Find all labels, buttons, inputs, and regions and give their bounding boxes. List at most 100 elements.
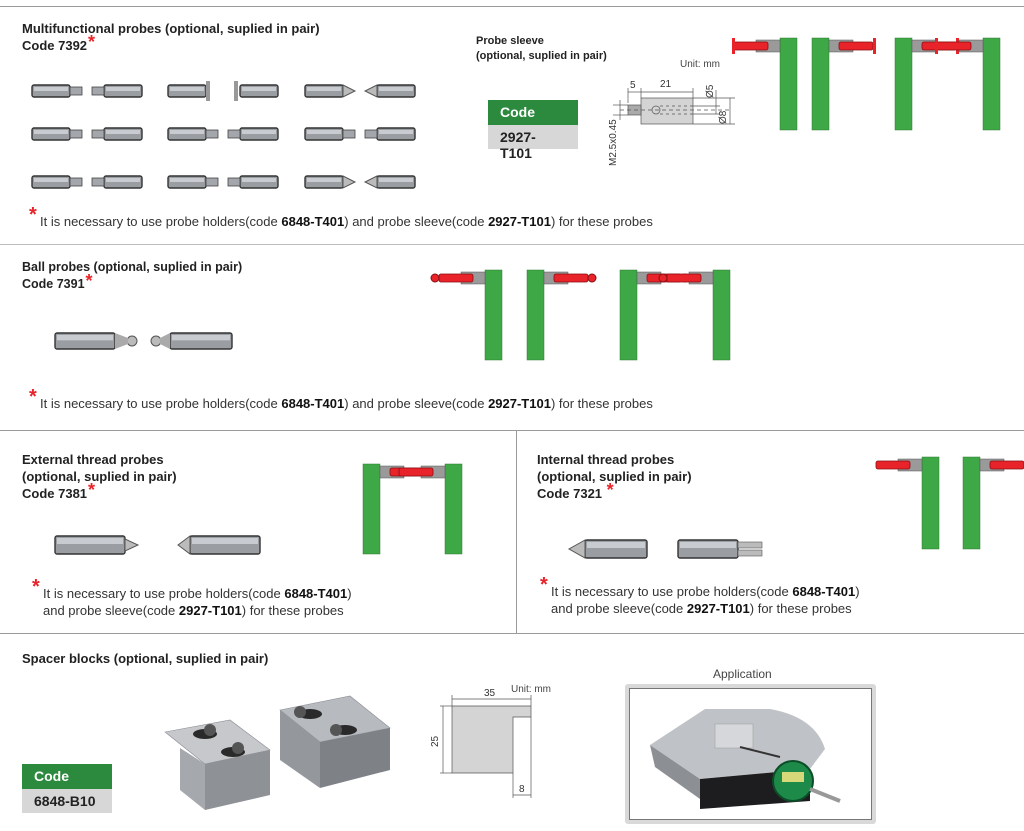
probe-tip (205, 129, 219, 139)
probe-holder (894, 37, 959, 131)
probe-holder (398, 463, 463, 555)
disc-tip (873, 38, 876, 54)
probe-holder (619, 269, 690, 361)
probe-left (304, 175, 344, 189)
probe-holder (430, 269, 503, 361)
sleeve-code: 2927-T101 (178, 603, 242, 618)
disc-tip (206, 81, 210, 101)
ball-neck (115, 333, 128, 349)
probe-left (304, 127, 344, 141)
red-probe (875, 460, 911, 470)
probe-highlight (587, 542, 645, 548)
ball-tip (126, 335, 138, 347)
asterisk-icon: * (88, 32, 96, 52)
probe-highlight (307, 130, 341, 134)
holder-arm (712, 269, 731, 361)
probe-left (31, 84, 71, 98)
probe-highlight (170, 130, 204, 134)
external-thread-title: External thread probes (optional, suplie… (22, 452, 177, 501)
probe-highlight (680, 542, 736, 548)
sleeve-code: 2927-T101 (488, 396, 551, 411)
spacer-block-photo (164, 695, 391, 810)
probe-holder (935, 37, 1001, 131)
holder-diagram-internal-thread (875, 456, 1024, 550)
probe-tip (91, 177, 105, 187)
multifunctional-probe-images (31, 81, 416, 189)
holder-diagram-external-thread (362, 463, 463, 555)
cone-tip (567, 539, 586, 559)
holder-arm (484, 269, 503, 361)
dim-21: 21 (660, 79, 672, 90)
probe-highlight (34, 87, 68, 91)
dim-8: 8 (519, 784, 525, 795)
ball-tip (430, 273, 440, 283)
red-probe (438, 273, 474, 283)
external-probe-left (54, 535, 126, 555)
spacer-unit: Unit: mm (511, 684, 551, 695)
asterisk-icon: * (32, 576, 40, 598)
probe-holder (526, 269, 597, 361)
ball-tip (150, 335, 162, 347)
application-photo (650, 709, 841, 809)
divider-1 (0, 244, 1024, 245)
holder-arm (921, 456, 940, 550)
divider-vertical (516, 430, 517, 634)
dim-dia8: Ø8 (718, 110, 729, 124)
probe-right (239, 175, 279, 189)
probe-tip (342, 129, 356, 139)
asterisk-icon: * (29, 386, 37, 408)
probe-right (376, 84, 416, 98)
probe-right (239, 84, 279, 98)
dim-5: 5 (630, 80, 636, 91)
dim-35: 35 (484, 688, 496, 699)
internal-thread-note: * It is necessary to use probe holders(c… (540, 574, 860, 616)
probe-highlight (379, 87, 413, 91)
dim-25: 25 (430, 735, 441, 747)
ball-note: *It is necessary to use probe holders(co… (29, 386, 653, 411)
probe-highlight (379, 130, 413, 134)
probe-right (103, 84, 143, 98)
holder-arm (811, 37, 830, 131)
holder-code: 6848-T401 (281, 214, 345, 229)
probe-right (239, 127, 279, 141)
probe-tip (69, 129, 83, 139)
external-thread-note: * It is necessary to use probe holders(c… (32, 576, 352, 618)
ball-code: Code 7391 (22, 277, 85, 291)
holder-arm (982, 37, 1001, 131)
application-frame (625, 684, 876, 824)
disc-tip (935, 38, 938, 54)
red-probe (666, 273, 702, 283)
probe-highlight (106, 87, 140, 91)
probe-highlight (379, 178, 413, 182)
internal-thread-code: Code 7321 (537, 486, 603, 501)
holder-arm (444, 463, 463, 555)
internal-probe-left (584, 539, 648, 559)
cone-tip (177, 535, 191, 555)
internal-thread-probe-images (567, 539, 763, 559)
probe-left (167, 175, 207, 189)
probe-sleeve-unit: Unit: mm (680, 59, 720, 70)
probe-right (376, 127, 416, 141)
fork-tip (737, 549, 763, 557)
cone-tip (363, 84, 378, 98)
holder-arm (526, 269, 545, 361)
multifunctional-note: *It is necessary to use probe holders(co… (29, 204, 653, 229)
probe-highlight (170, 87, 204, 91)
probe-highlight (106, 178, 140, 182)
probe-left (167, 127, 207, 141)
probe-highlight (34, 178, 68, 182)
probe-tip (227, 129, 241, 139)
red-probe (989, 460, 1024, 470)
cone-tip (342, 84, 357, 98)
holder-diagram-ball (430, 269, 731, 361)
red-probe (553, 273, 589, 283)
code-value: 6848-B10 (22, 789, 112, 813)
spacer-code-box: Code 6848-B10 (22, 764, 112, 813)
holder-arm (779, 37, 798, 131)
external-probe-right (189, 535, 261, 555)
probe-left (31, 127, 71, 141)
probe-highlight (34, 130, 68, 134)
probe-sleeve-code-box: Code 2927-T101 (488, 100, 578, 161)
red-probe (936, 41, 972, 51)
probe-highlight (170, 178, 204, 182)
